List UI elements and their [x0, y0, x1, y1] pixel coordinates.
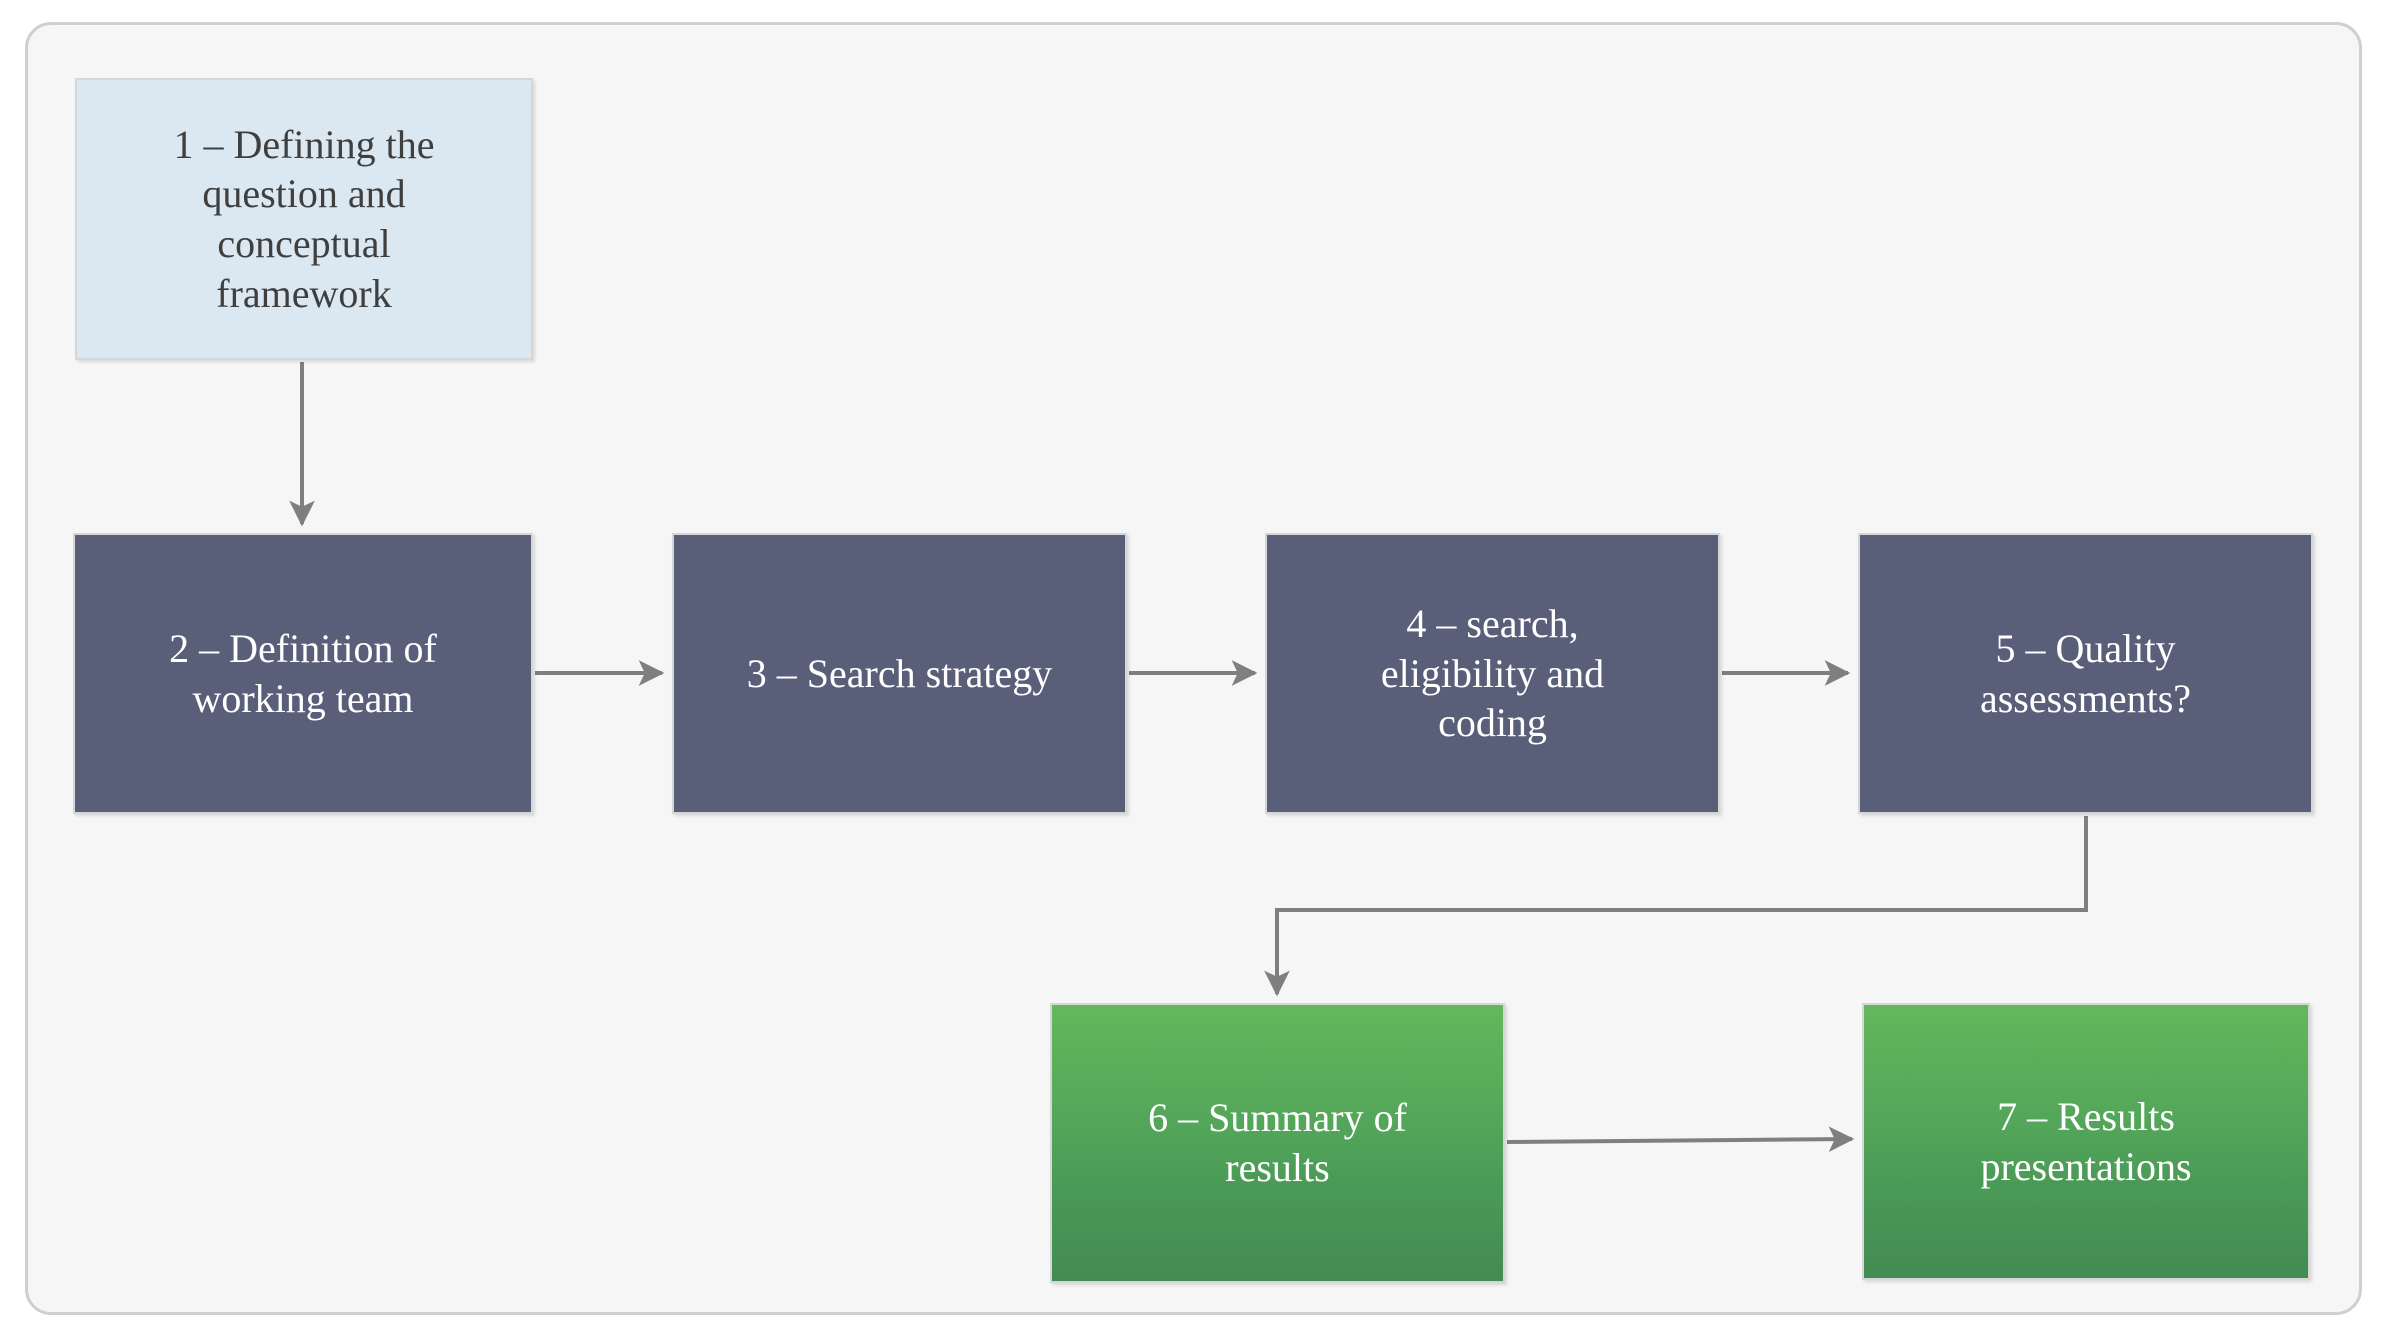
node-3-search-strategy[interactable]: 3 – Search strategy	[672, 533, 1127, 814]
node-5-label: 5 – Quality assessments?	[1979, 625, 2192, 721]
node-2-definition-of-working-team[interactable]: 2 – Definition of working team	[73, 533, 533, 814]
node-4-label: 4 – search, eligibility and coding	[1380, 601, 1605, 746]
node-1-defining-question[interactable]: 1 – Defining the question and conceptual…	[75, 78, 533, 360]
node-7-results-presentations[interactable]: 7 – Results presentations	[1862, 1003, 2310, 1280]
node-3-label: 3 – Search strategy	[746, 650, 1053, 696]
node-6-label: 6 – Summary of results	[1148, 1095, 1407, 1190]
node-6-summary-of-results[interactable]: 6 – Summary of results	[1050, 1003, 1505, 1283]
node-5-quality-assessments[interactable]: 5 – Quality assessments?	[1858, 533, 2313, 814]
node-1-label: 1 – Defining the question and conceptual…	[173, 121, 435, 316]
node-4-search-eligibility-coding[interactable]: 4 – search, eligibility and coding	[1265, 533, 1720, 814]
node-2-label: 2 – Definition of working team	[169, 625, 437, 721]
node-7-label: 7 – Results presentations	[1980, 1093, 2192, 1189]
